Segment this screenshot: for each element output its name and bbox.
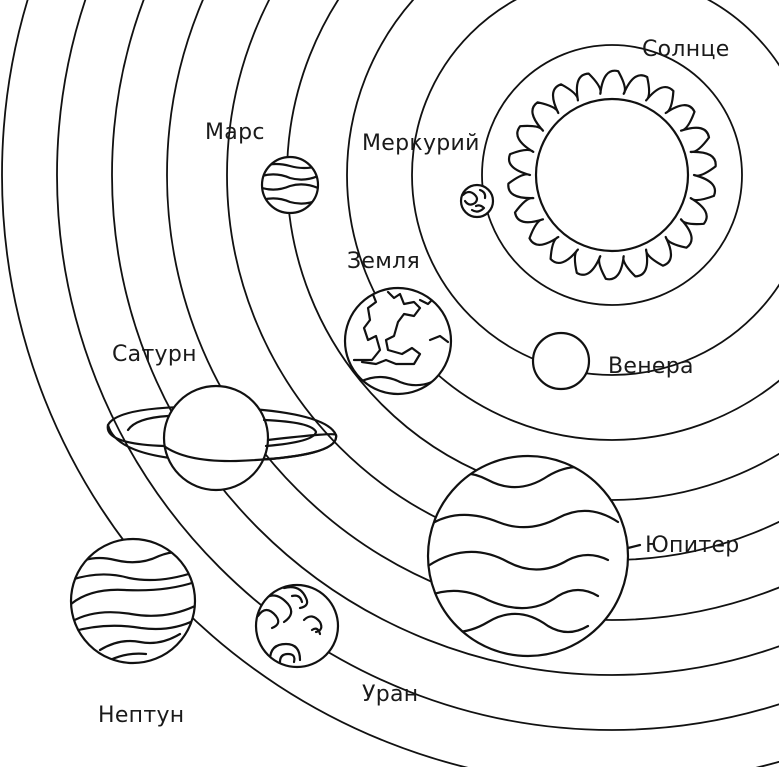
planet-saturn: [108, 386, 336, 490]
planet-earth: [345, 288, 451, 394]
label-mercury: Меркурий: [362, 131, 480, 156]
earth-disc: [345, 288, 451, 394]
label-neptune: Нептун: [98, 703, 184, 728]
planet-venus: [533, 333, 589, 389]
planet-uranus: [256, 585, 338, 667]
label-uranus: Уран: [362, 682, 418, 707]
saturn-disc: [164, 386, 268, 490]
sun-disc: [536, 99, 688, 251]
jupiter-leader-line: [628, 545, 640, 548]
planet-mars: [262, 157, 318, 213]
label-sun: Солнце: [642, 37, 730, 62]
sun: [508, 71, 715, 280]
label-mars: Марс: [205, 120, 265, 145]
label-jupiter: Юпитер: [645, 533, 740, 558]
planet-mercury: [461, 185, 493, 217]
planet-jupiter: [428, 456, 628, 656]
label-venus: Венера: [608, 354, 694, 379]
label-saturn: Сатурн: [112, 342, 197, 367]
label-earth: Земля: [347, 249, 420, 274]
planet-neptune: [71, 539, 195, 663]
neptune-disc: [71, 539, 195, 663]
